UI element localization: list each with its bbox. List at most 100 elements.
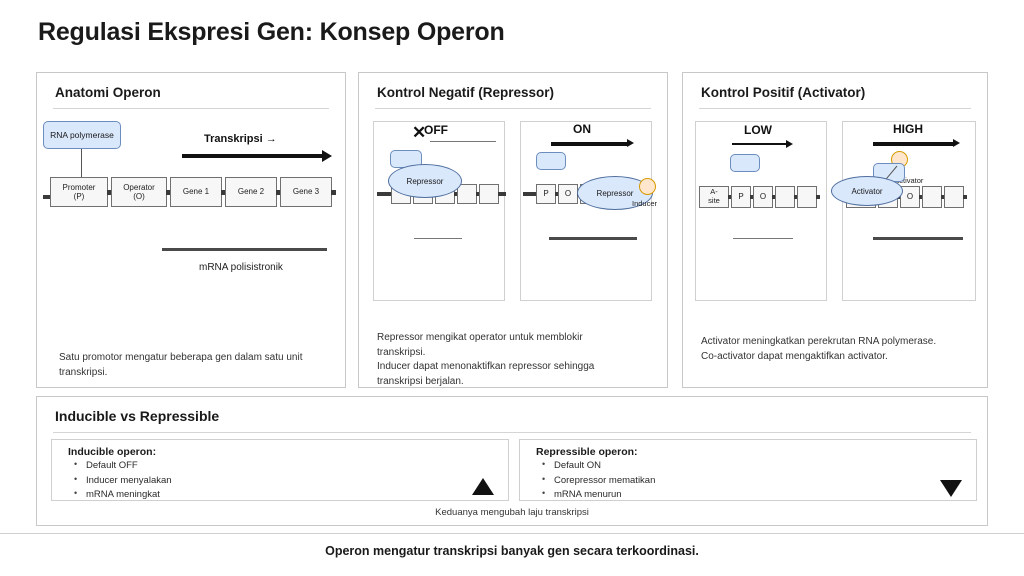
low-mrna-line	[733, 238, 793, 239]
low-state-label: LOW	[744, 123, 772, 137]
off-dna-box-5	[479, 184, 499, 204]
off-dna-box-4	[457, 184, 477, 204]
on-dna-box-o: O	[558, 184, 578, 204]
off-strand-right	[498, 192, 506, 196]
off-x-icon: ✕	[412, 123, 427, 142]
card-inducible: Inducible operon: Default OFF Inducer me…	[51, 439, 509, 501]
polymerase-connector	[81, 149, 82, 181]
panel2-caption-line3: Inducer dapat menonaktifkan repressor se…	[377, 361, 595, 372]
subcard-off: ✕ OFF Repressor	[373, 121, 506, 301]
inducible-item-2: mRNA meningkat	[66, 487, 508, 503]
rna-polymerase-box: RNA polymerase	[43, 121, 121, 149]
low-arrow-shaft	[732, 143, 788, 145]
low-nub-3	[772, 195, 776, 199]
repressible-heading: Repressible operon:	[536, 446, 638, 458]
on-strand-left	[523, 192, 536, 196]
panel1-rule	[53, 108, 329, 109]
inducible-heading: Inducible operon:	[68, 446, 157, 458]
low-polymerase-box	[730, 154, 760, 172]
gene3-label: Gene 3	[292, 187, 320, 197]
asite-label-line1: A-	[710, 187, 718, 197]
inducer-label: Inducer	[632, 199, 658, 208]
on-polymerase-box	[536, 152, 566, 170]
footer-divider	[0, 533, 1024, 534]
high-dna-box-o: O	[900, 186, 920, 208]
gene1-label: Gene 1	[182, 187, 210, 197]
transcription-arrow-head	[322, 150, 332, 162]
subcard-low: LOW A- site P O	[695, 121, 827, 301]
off-repressor-ellipse: Repressor	[388, 164, 462, 198]
compare-rule	[53, 432, 971, 433]
low-dna-box-asite: A- site	[699, 186, 729, 208]
on-nub-1	[555, 192, 559, 196]
low-nub-5	[816, 195, 820, 199]
panel3-rule	[699, 108, 971, 109]
dna-nub-3	[221, 190, 226, 195]
off-nub-4	[476, 192, 480, 196]
on-box-p-label: P	[543, 189, 549, 199]
high-box-o-label: O	[906, 192, 914, 202]
asite-label-line2: site	[708, 196, 720, 205]
on-state-label: ON	[573, 122, 591, 136]
operator-label-line1: Operator	[123, 182, 155, 192]
panel1-title: Anatomi Operon	[55, 85, 161, 100]
high-dna-box-5	[944, 186, 964, 208]
inducible-item-1: Inducer menyalakan	[66, 473, 508, 489]
low-nub-1	[728, 195, 732, 199]
high-nub-5	[963, 195, 967, 199]
high-activator-ellipse: Activator	[831, 176, 903, 206]
dna-nub-5	[331, 190, 336, 195]
on-repressor-label: Repressor	[596, 188, 634, 198]
dna-nub-2	[166, 190, 171, 195]
panel3-caption-line2: Co-activator dapat mengaktifkan activato…	[701, 350, 888, 362]
panel-inducible-vs-repressible: Inducible vs Repressible Inducible opero…	[36, 396, 988, 526]
panel2-caption-line4: transkripsi berjalan.	[377, 375, 464, 387]
mrna-line	[162, 248, 327, 251]
footer-text: Operon mengatur transkripsi banyak gen s…	[325, 544, 699, 558]
subcard-on: ON P O Repressor Inducer	[520, 121, 657, 301]
low-dna-box-p: P	[731, 186, 751, 208]
rna-polymerase-label: RNA polymerase	[50, 129, 114, 140]
panel1-caption-text: Satu promotor mengatur beberapa gen dala…	[59, 352, 303, 378]
high-nub-4	[941, 195, 945, 199]
panel2-title: Kontrol Negatif (Repressor)	[377, 85, 555, 100]
dna-nub-1	[107, 190, 112, 195]
panel3-title: Kontrol Positif (Activator)	[701, 85, 866, 100]
dna-box-gene-3: Gene 3	[280, 177, 332, 207]
off-nub-3	[454, 192, 458, 196]
repressible-item-0: Default ON	[534, 458, 976, 474]
low-box-o-label: O	[759, 192, 767, 202]
inducible-item-0: Default OFF	[66, 458, 508, 474]
high-mrna-line	[873, 237, 963, 240]
mrna-label: mRNA polisistronik	[199, 262, 283, 273]
dna-strand-left	[43, 195, 51, 199]
transcription-arrow-shaft	[182, 154, 324, 158]
low-nub-2	[750, 195, 754, 199]
low-box-p-label: P	[738, 192, 744, 202]
inducible-up-arrow-icon	[472, 478, 494, 495]
card-repressible: Repressible operon: Default ON Corepress…	[519, 439, 977, 501]
repressible-item-2: mRNA menurun	[534, 487, 976, 503]
off-mrna-line	[414, 238, 462, 239]
panel3-caption-line1: Activator meningkatkan perekrutan RNA po…	[701, 336, 937, 347]
subcard-high: HIGH Co-activator P O Activator	[831, 121, 976, 301]
coactivator-connector-line	[866, 165, 898, 203]
repressible-down-arrow-icon	[940, 480, 962, 497]
panel-anatomi-operon: Anatomi Operon RNA polymerase Transkrips…	[36, 72, 346, 388]
high-activator-label: Activator	[851, 186, 883, 196]
compare-title: Inducible vs Repressible	[55, 408, 220, 424]
low-dna-box-4	[775, 186, 795, 208]
panel2-caption-line1: Repressor mengikat operator untuk memblo…	[377, 332, 583, 343]
low-arrow-head	[786, 140, 793, 148]
inducer-circle	[639, 178, 656, 195]
high-state-label: HIGH	[893, 122, 923, 136]
panel3-caption: Activator meningkatkan perekrutan RNA po…	[701, 335, 976, 364]
dna-nub-4	[276, 190, 281, 195]
operator-label-line2: (O)	[133, 192, 145, 201]
panel2-rule	[375, 108, 651, 109]
panel1-caption: Satu promotor mengatur beberapa gen dala…	[59, 351, 329, 380]
panel-kontrol-positif: Kontrol Positif (Activator) LOW A- site …	[682, 72, 988, 388]
on-arrow-head	[627, 139, 634, 147]
off-blocked-line	[430, 141, 496, 142]
on-box-o-label: O	[564, 189, 572, 199]
